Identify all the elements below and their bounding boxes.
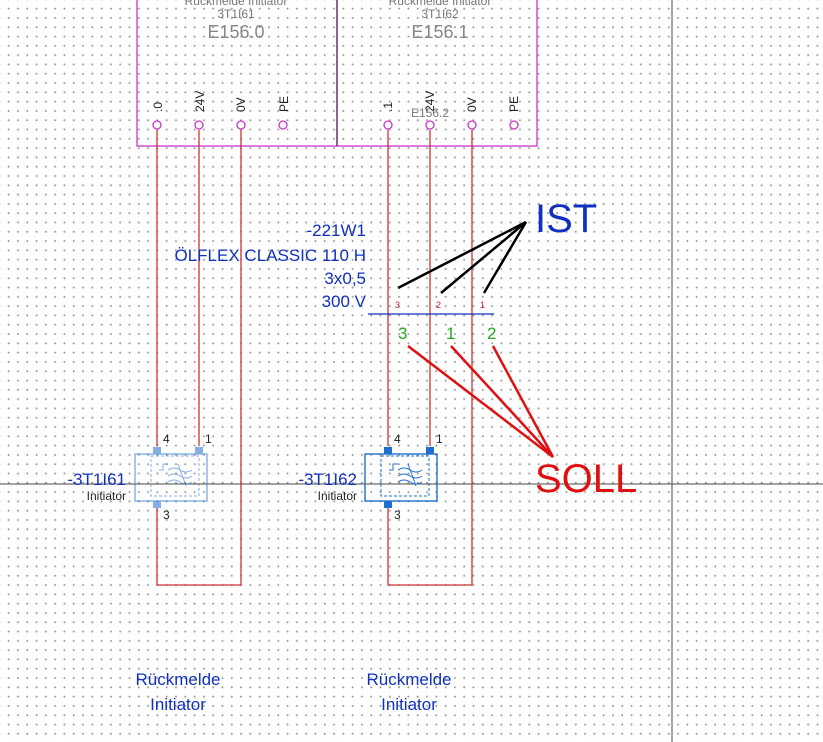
device-2-pin-3: 3: [394, 508, 401, 522]
overlay-address: E156.2: [411, 106, 449, 120]
terminal-label-left-0v: 0V: [234, 97, 248, 112]
core-soll-2: 2: [487, 324, 496, 343]
caption-2-line2: Initiator: [381, 695, 437, 714]
device-1-pin-3: 3: [163, 508, 170, 522]
module-right-address: E156.1: [411, 22, 468, 42]
device-2-subtitle: Initiator: [318, 489, 357, 503]
module-right-tag: 3T1I62: [421, 7, 459, 21]
module-left-tag: 3T1I61: [217, 7, 255, 21]
core-small-2: 2: [436, 300, 441, 310]
device-1-pin-4: 4: [163, 432, 170, 446]
initiator-device-2[interactable]: [364, 447, 438, 508]
module-left-address: E156.0: [207, 22, 264, 42]
device-1-subtitle: Initiator: [87, 489, 126, 503]
cable-id: -221W1: [306, 221, 366, 240]
cable-voltage: 300 V: [322, 292, 367, 311]
core-small-3: 3: [395, 300, 400, 310]
ist-pointer-lines: [397, 220, 528, 294]
core-soll-1: 1: [446, 324, 455, 343]
terminal-label-right-1: .1: [381, 102, 395, 112]
terminal-label-left-pe: PE: [277, 96, 291, 112]
core-small-1: 1: [480, 300, 485, 310]
initiator-device-1[interactable]: [134, 447, 208, 508]
terminal-label-right-pe: PE: [507, 96, 521, 112]
cable-cross-section: 3x0,5: [324, 269, 366, 288]
terminal-label-left-24v: 24V: [193, 91, 207, 112]
caption-1-line1: Rückmelde: [135, 670, 220, 689]
soll-pointer-lines: [407, 345, 555, 458]
terminal-label-left-0: .0: [151, 102, 165, 112]
device-2-pin-4: 4: [394, 432, 401, 446]
wires-right: [387, 130, 473, 586]
caption-2-line1: Rückmelde: [366, 670, 451, 689]
terminal-connectors: [152, 120, 519, 130]
core-soll-3: 3: [398, 324, 407, 343]
device-1-id: -3T1I61: [67, 470, 126, 489]
terminal-label-right-0v: 0V: [465, 97, 479, 112]
caption-1-line2: Initiator: [150, 695, 206, 714]
wires-left: [156, 130, 242, 586]
ist-label: IST: [535, 197, 597, 241]
device-2-id: -3T1I62: [298, 470, 357, 489]
cable-label-block[interactable]: -221W1 ÖLFLEX CLASSIC 110 H 3x0,5 300 V: [175, 221, 367, 311]
device-2-pin-1: 1: [436, 432, 443, 446]
module-right-header: Rückmelde Initiator: [389, 0, 492, 8]
cable-type: ÖLFLEX CLASSIC 110 H: [175, 246, 367, 265]
device-1-pin-1: 1: [205, 432, 212, 446]
plc-module-right[interactable]: Rückmelde Initiator 3T1I62 E156.1: [336, 0, 538, 147]
terminal-label-right-24v: 24V: [423, 91, 437, 112]
module-left-header: Rückmelde Initiator: [185, 0, 288, 8]
soll-label: SOLL: [535, 457, 637, 501]
